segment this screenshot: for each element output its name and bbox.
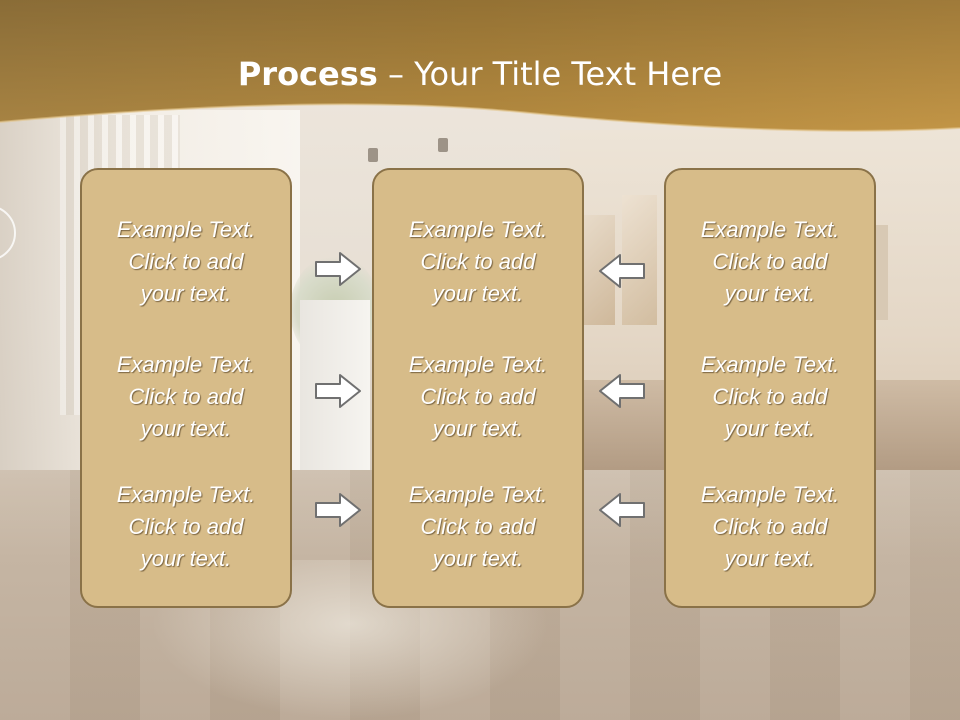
box-3-text-3[interactable]: Example Text. Click to add your text. [700, 482, 840, 571]
left-arrow-icon [599, 374, 645, 408]
right-arrow-icon [315, 374, 361, 408]
box-3-text-2[interactable]: Example Text. Click to add your text. [700, 352, 840, 441]
box-3-text-1[interactable]: Example Text. Click to add your text. [700, 217, 840, 306]
box-2-text-2[interactable]: Example Text. Click to add your text. [408, 352, 548, 441]
right-arrow-icon [315, 252, 361, 286]
process-box-3[interactable]: Example Text. Click to add your text. Ex… [664, 168, 876, 608]
slide-title[interactable]: Process – Your Title Text Here [0, 54, 960, 94]
process-box-2[interactable]: Example Text. Click to add your text. Ex… [372, 168, 584, 608]
header-banner [0, 0, 960, 132]
left-arrow-icon [599, 493, 645, 527]
title-bold: Process [237, 55, 378, 93]
title-rest: – Your Title Text Here [377, 55, 723, 93]
box-1-text-2[interactable]: Example Text. Click to add your text. [116, 352, 256, 441]
box-2-text-3[interactable]: Example Text. Click to add your text. [408, 482, 548, 571]
right-arrow-icon [315, 493, 361, 527]
process-box-1[interactable]: Example Text. Click to add your text. Ex… [80, 168, 292, 608]
left-arrow-icon [599, 254, 645, 288]
box-2-text-1[interactable]: Example Text. Click to add your text. [408, 217, 548, 306]
box-1-text-1[interactable]: Example Text. Click to add your text. [116, 217, 256, 306]
box-1-text-3[interactable]: Example Text. Click to add your text. [116, 482, 256, 571]
